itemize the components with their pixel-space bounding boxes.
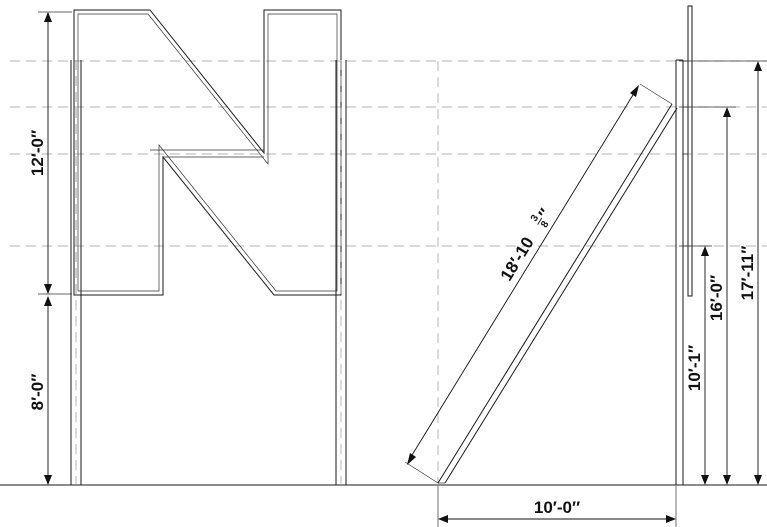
- dim-post-height-label: 8′-0″: [28, 374, 47, 411]
- dim-upper-attach-height: 16′-0″: [679, 106, 736, 485]
- dim-overall-height: 17′-11″: [679, 60, 767, 485]
- dim-base-width-label: 10′-0″: [534, 498, 580, 517]
- dim-overall-height-label: 17′-11″: [738, 246, 757, 301]
- dim-brace-length-label: 18′-10: [497, 234, 538, 284]
- dim-post-height: 8′-0″: [28, 296, 52, 485]
- side-view-sign-panel: [687, 5, 693, 297]
- dim-brace-length: 18′-10 3 8 ″: [404, 83, 673, 484]
- dim-brace-attach-height: 10′-1″: [679, 245, 712, 485]
- letter-n-outline: [73, 9, 342, 296]
- dim-brace-attach-label: 10′-1″: [685, 345, 704, 391]
- dim-upper-attach-label: 16′-0″: [707, 275, 726, 321]
- diagonal-brace: [437, 103, 678, 484]
- side-view-post: [675, 5, 693, 485]
- projection-lines: [10, 60, 767, 485]
- dim-base-width: 10′-0″: [437, 486, 677, 527]
- dim-brace-fraction-num: 3: [529, 213, 542, 224]
- dim-letter-height: 12′-0″: [28, 11, 72, 295]
- dim-brace-fraction-den: 8: [539, 219, 552, 230]
- dim-letter-height-label: 12′-0″: [28, 130, 47, 176]
